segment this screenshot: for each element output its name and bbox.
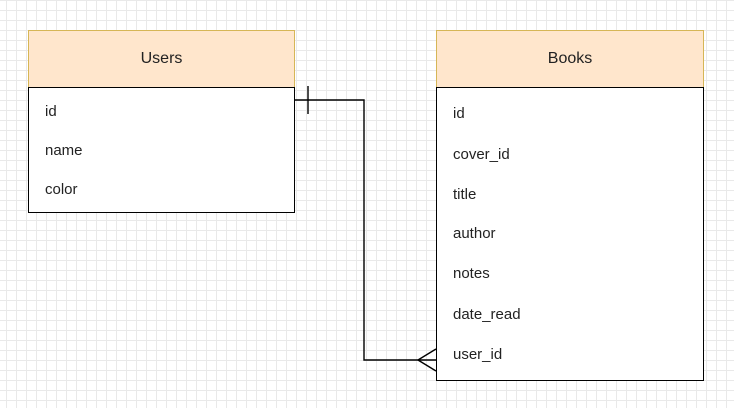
users-entity[interactable]: Users id name color [28,30,295,213]
relationship-line[interactable] [295,99,436,361]
users-entity-title: Users [140,50,183,67]
books-field-author: author [453,225,496,242]
users-entity-header[interactable]: Users [28,30,295,87]
users-entity-body[interactable]: id name color [28,87,295,213]
books-entity-body[interactable]: id cover_id title author notes date_read… [436,87,704,381]
users-field-color: color [45,181,78,198]
books-field-cover-id: cover_id [453,146,510,163]
books-field-notes: notes [453,265,490,282]
many-cardinality-crowfoot [417,348,437,372]
books-entity-header[interactable]: Books [436,30,704,87]
books-entity[interactable]: Books id cover_id title author notes dat… [436,30,704,381]
users-field-id: id [45,103,57,120]
users-field-name: name [45,142,83,159]
books-field-user-id: user_id [453,346,503,363]
books-field-date-read: date_read [453,306,521,323]
books-field-title: title [453,186,477,203]
books-field-id: id [453,105,465,122]
books-entity-title: Books [547,50,593,67]
